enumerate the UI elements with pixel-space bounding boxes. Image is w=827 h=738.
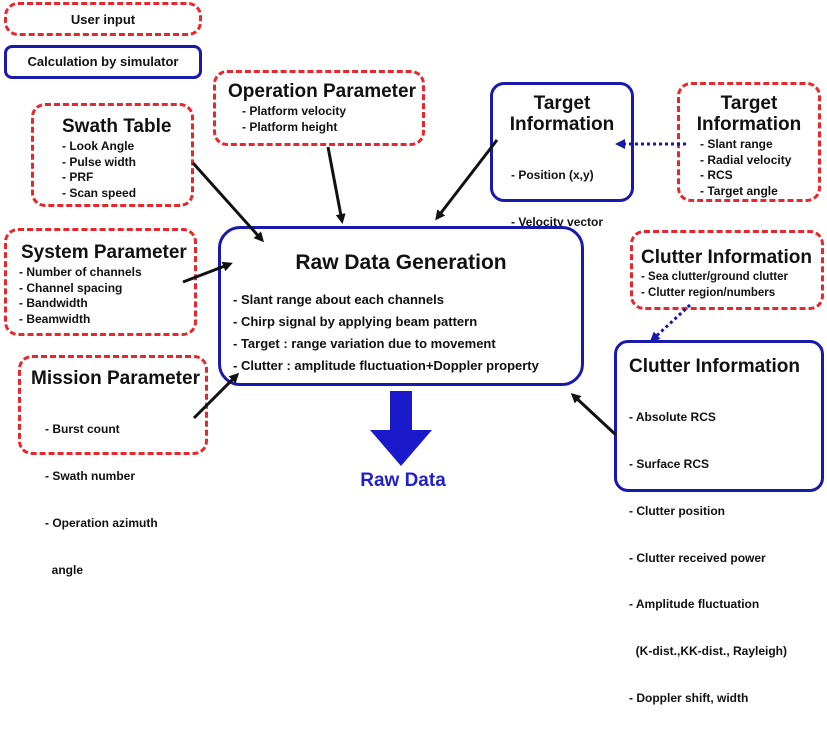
swath-table-box: Swath Table - Look Angle - Pulse width -… [31, 103, 194, 207]
system-item: - Beamwidth [19, 311, 91, 326]
clutter-sim-item: - Amplitude fluctuation [629, 597, 760, 612]
swath-item: - Scan speed [62, 185, 137, 200]
clutter-user-item: - Sea clutter/ground clutter [641, 271, 788, 283]
clutter-sim-item: - Clutter received power [629, 550, 766, 565]
mission-item: - Operation azimuth [45, 515, 158, 530]
legend-user-input: User input [4, 2, 202, 36]
swath-table-title: Swath Table [62, 116, 172, 137]
mission-item: - Swath number [45, 468, 136, 483]
target-user-item: - Slant range [700, 137, 773, 151]
system-item: - Bandwidth [19, 296, 88, 311]
legend-simulator: Calculation by simulator [4, 45, 202, 79]
target-info-user-title-2: Information [696, 114, 802, 135]
target-user-item: - RCS [700, 168, 733, 183]
raw-data-output-label: Raw Data [360, 470, 446, 491]
target-info-user-box: Target Information - Slant range - Radia… [677, 82, 821, 202]
clutter-user-item: - Clutter region/numbers [641, 286, 776, 299]
operation-item: - Platform height [242, 119, 338, 134]
target-sim-item: - Velocity vector [511, 214, 604, 229]
target-user-item: - Radial velocity [700, 152, 792, 167]
system-item: - Number of channels [19, 265, 142, 279]
target-info-user-title-1: Target [720, 93, 778, 114]
swath-item: - PRF [62, 170, 94, 185]
operation-parameter-box: Operation Parameter - Platform velocity … [213, 70, 425, 146]
mission-parameter-title: Mission Parameter [31, 368, 200, 389]
operation-parameter-title: Operation Parameter [228, 81, 416, 102]
mission-item: angle [45, 562, 84, 577]
clutter-sim-item: - Doppler shift, width [629, 690, 749, 705]
raw-generation-item: - Slant range about each channels [233, 292, 444, 307]
clutter-info-simulator-box: Clutter Information - Absolute RCS - Sur… [614, 340, 824, 705]
raw-data-generation-box: Raw Data Generation - Slant range about … [218, 226, 584, 386]
swath-item: - Look Angle [62, 139, 135, 153]
target-info-simulator-box: Target Information - Position (x,y) - Ve… [490, 82, 634, 323]
clutter-info-user-box: Clutter Information - Sea clutter/ground… [630, 230, 824, 310]
target-info-simulator-title-1: Target [533, 93, 591, 114]
clutter-info-simulator-title: Clutter Information [629, 356, 800, 377]
legend-simulator-label: Calculation by simulator [27, 54, 179, 69]
system-parameter-box: System Parameter - Number of channels - … [4, 228, 197, 336]
operation-item: - Platform velocity [242, 104, 347, 118]
raw-generation-item: - Target : range variation due to moveme… [233, 336, 496, 351]
arrow-clutter-to-raw [570, 392, 618, 437]
raw-data-generation-title: Raw Data Generation [295, 251, 507, 274]
raw-generation-item: - Clutter : amplitude fluctuation+Dopple… [233, 358, 539, 373]
raw-generation-item: - Chirp signal by applying beam pattern [233, 314, 478, 329]
mission-parameter-box: Mission Parameter - Burst count - Swath … [18, 355, 208, 577]
target-sim-item: - Position (x,y) [511, 168, 594, 183]
clutter-sim-item: - Clutter position [629, 503, 725, 518]
clutter-sim-item: (K-dist.,KK-dist., Rayleigh) [629, 644, 788, 659]
arrow-clutter-user-to-sim [649, 303, 692, 343]
mission-item: - Burst count [45, 422, 120, 437]
target-info-simulator-title-2: Information [509, 114, 615, 135]
clutter-info-user-title: Clutter Information [641, 247, 812, 268]
output-arrow [370, 391, 432, 466]
legend-user-input-label: User input [70, 12, 136, 27]
clutter-sim-item: - Absolute RCS [629, 410, 716, 425]
arrow-target-to-raw [435, 139, 499, 221]
swath-item: - Pulse width [62, 154, 137, 169]
target-user-item: - Target angle [700, 183, 778, 198]
system-parameter-title: System Parameter [21, 242, 187, 263]
system-item: - Channel spacing [19, 280, 123, 295]
arrow-operation-to-raw [326, 146, 346, 224]
clutter-sim-item: - Surface RCS [629, 456, 710, 471]
